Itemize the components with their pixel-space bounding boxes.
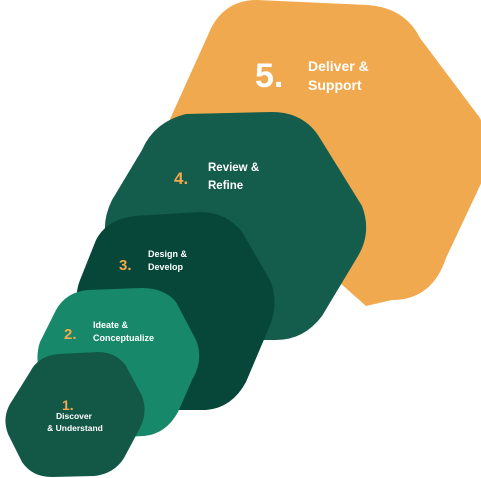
- stage-5-number: 5.: [255, 57, 283, 95]
- stage-4-number: 4.: [174, 169, 188, 188]
- stage-5-label-line2: Support: [308, 77, 362, 93]
- stage-4-label-line1: Review &: [208, 162, 259, 174]
- stage-1-label-line2: & Understand: [47, 423, 103, 433]
- stage-3-label-line1: Design &: [148, 249, 188, 259]
- stage-1-number: 1.: [62, 397, 74, 413]
- stage-2-number: 2.: [64, 326, 77, 343]
- stage-4-label-line2: Refine: [208, 180, 243, 192]
- stage-1-hexagon: [5, 352, 145, 477]
- stage-5-label-line1: Deliver &: [308, 58, 369, 74]
- stage-2-label-line2: Conceptualize: [93, 333, 154, 343]
- stage-2-label-line1: Ideate &: [93, 320, 129, 330]
- stage-1-label-line1: Discover: [56, 411, 93, 421]
- stage-3-label-line2: Develop: [148, 262, 184, 272]
- stage-3-number: 3.: [119, 257, 132, 274]
- stage-1: 1. Discover & Understand: [5, 352, 145, 477]
